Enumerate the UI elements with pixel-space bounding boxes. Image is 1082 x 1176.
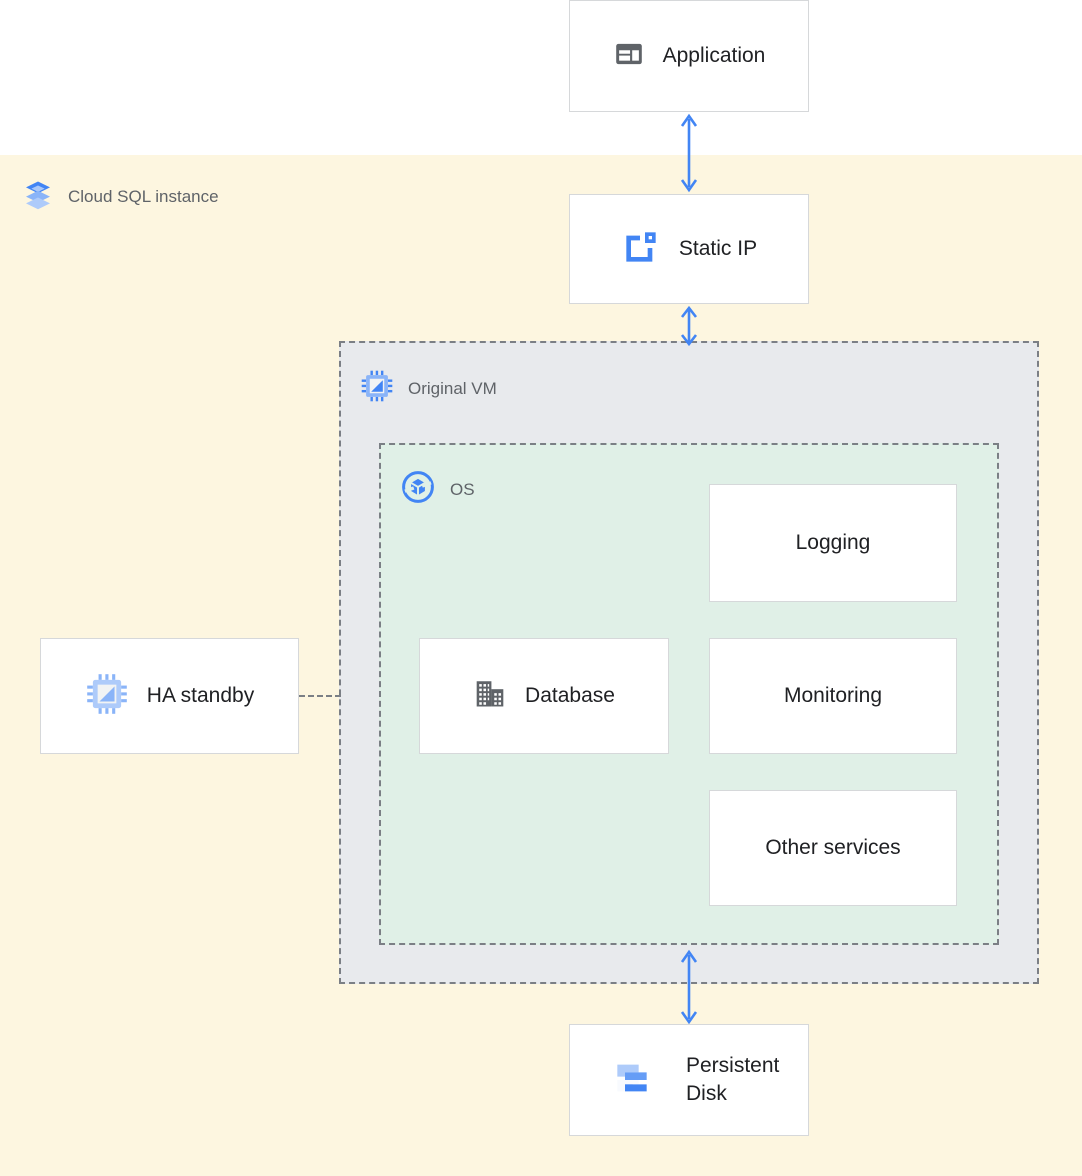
node-application[interactable]: Application: [569, 0, 809, 112]
ha-standby-chip-icon: [85, 672, 129, 721]
node-other-services[interactable]: Other services: [709, 790, 957, 906]
connector-application-to-static-ip: [680, 113, 698, 193]
node-ha-standby[interactable]: HA standby: [40, 638, 299, 754]
node-database[interactable]: Database: [419, 638, 669, 754]
connector-ha-standby-to-vm: [299, 695, 341, 697]
node-label: Persistent Disk: [686, 1054, 780, 1105]
node-label: Database: [525, 684, 615, 708]
region-label-text: OS: [450, 479, 475, 499]
node-persistent-disk[interactable]: Persistent Disk: [569, 1024, 809, 1136]
connector-static-ip-to-vm: [680, 305, 698, 347]
node-monitoring[interactable]: Monitoring: [709, 638, 957, 754]
region-label-cloud-sql-instance: Cloud SQL instance: [22, 178, 219, 215]
vm-chip-icon: [360, 369, 394, 408]
node-label: Application: [662, 44, 766, 68]
node-label: Logging: [795, 531, 871, 555]
node-label: Other services: [765, 836, 901, 860]
static-ip-square-icon: [621, 227, 661, 272]
connector-vm-to-persistent-disk: [680, 949, 698, 1025]
node-logging[interactable]: Logging: [709, 484, 957, 602]
region-label-text: Original VM: [408, 378, 497, 398]
node-static-ip[interactable]: Static IP: [569, 194, 809, 304]
cloud-sql-stacked-layers-icon: [22, 178, 54, 215]
os-container-circle-icon: [400, 469, 436, 510]
node-label: Monitoring: [783, 684, 883, 708]
database-building-icon: [473, 677, 507, 716]
node-label: Static IP: [678, 237, 758, 261]
persistent-disk-steps-icon: [612, 1058, 652, 1103]
region-label-text: Cloud SQL instance: [68, 186, 219, 206]
region-label-original-vm: Original VM: [360, 369, 497, 408]
region-label-os: OS: [400, 469, 475, 510]
node-label: HA standby: [146, 684, 255, 708]
application-window-icon: [613, 38, 645, 75]
